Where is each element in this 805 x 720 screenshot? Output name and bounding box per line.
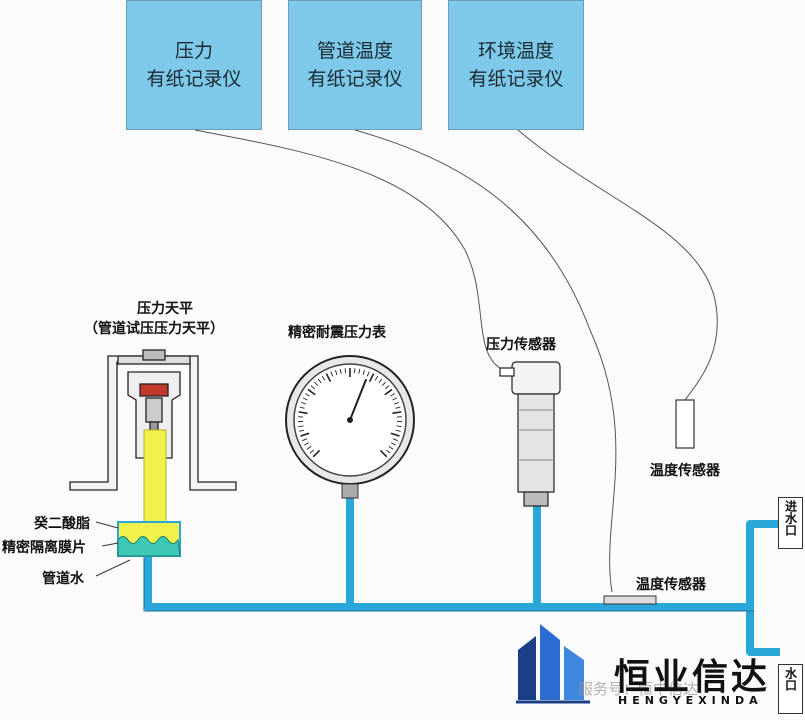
gauge-tick bbox=[368, 373, 375, 383]
pipe-temp-recorder-box: 管道温度 有纸记录仪 bbox=[288, 0, 422, 130]
ambient-temp-recorder-line2: 有纸记录仪 bbox=[468, 68, 564, 90]
gauge-tick bbox=[384, 388, 393, 396]
pipe-water-label: 管道水 bbox=[42, 571, 84, 587]
gauge-scale-ticks bbox=[298, 368, 402, 458]
diaphragm bbox=[117, 536, 181, 557]
gauge-tick bbox=[312, 449, 321, 458]
gauge-tick bbox=[325, 373, 332, 383]
gauge-tick bbox=[395, 429, 401, 432]
gauge-tick bbox=[358, 368, 361, 374]
inlet-label-box: 进水口 bbox=[778, 497, 803, 549]
pressure-balance bbox=[69, 349, 237, 491]
pipe-network bbox=[144, 496, 780, 656]
label-leaders bbox=[95, 521, 131, 577]
pressure-recorder-line2: 有纸记录仪 bbox=[146, 68, 242, 90]
gauge-tick bbox=[302, 438, 308, 442]
pressure-sensor-device bbox=[499, 361, 561, 507]
ambient-temp-recorder-box: 环境温度 有纸记录仪 bbox=[448, 0, 584, 130]
brand-logo bbox=[516, 624, 590, 704]
balance-title-label: 压力天平 bbox=[137, 301, 193, 317]
gauge-tick bbox=[396, 425, 402, 427]
gauge-tick bbox=[335, 369, 338, 375]
pressure-recorder-line1: 压力 bbox=[174, 40, 213, 62]
pipe-temp-signal-wire bbox=[354, 129, 617, 593]
gauge-needle bbox=[349, 378, 368, 421]
gauge-tick bbox=[339, 368, 342, 374]
gauge-tick bbox=[379, 449, 388, 458]
pressure-sensor-label: 压力传感器 bbox=[486, 337, 556, 353]
gauge-tick bbox=[300, 432, 310, 437]
gauge-tick bbox=[298, 411, 308, 415]
gauge-tick bbox=[388, 446, 394, 450]
inlet-label: 进水口 bbox=[783, 500, 798, 536]
ambient-temp-sensor-device bbox=[675, 399, 695, 449]
brand-name: 恒业信达 bbox=[614, 657, 771, 698]
gauge-tick bbox=[390, 393, 395, 397]
gauge-tick bbox=[385, 449, 391, 454]
pressure-signal-wire bbox=[194, 129, 509, 373]
pipe-temp-sensor-device bbox=[603, 595, 657, 605]
gauge-tick bbox=[304, 442, 310, 446]
ambient-temp-signal-wire bbox=[517, 129, 718, 401]
gauge-tick bbox=[298, 425, 304, 427]
gauge-tick bbox=[392, 438, 398, 442]
gauge-tick bbox=[305, 393, 310, 397]
outlet-label-box: 水口 bbox=[778, 664, 803, 714]
gauge-tick bbox=[330, 371, 334, 377]
gauge-tick bbox=[299, 429, 305, 432]
gauge-tick bbox=[390, 432, 400, 437]
diaphragm-label: 精密隔离膜片 bbox=[2, 540, 86, 556]
gauge-tick bbox=[395, 406, 401, 409]
gauge-tick bbox=[384, 385, 390, 390]
pipe-temp-recorder-line2: 有纸记录仪 bbox=[307, 68, 403, 90]
outlet-pipe bbox=[746, 607, 780, 656]
pressure-recorder-box: 压力 有纸记录仪 bbox=[126, 0, 262, 130]
signal-wires bbox=[194, 129, 718, 593]
outlet-label: 水口 bbox=[783, 667, 798, 691]
gauge-tick bbox=[300, 401, 306, 405]
gauge-tick bbox=[310, 385, 316, 390]
gauge-tick bbox=[302, 397, 308, 401]
gauge-tick bbox=[321, 375, 326, 381]
balance-subtitle-label: （管道试压压力天平） bbox=[84, 321, 224, 337]
gauge-tick bbox=[374, 375, 379, 381]
ambient-temp-sensor-label: 温度传感器 bbox=[650, 463, 720, 479]
gauge-tick bbox=[299, 406, 305, 409]
gauge-tick bbox=[314, 381, 319, 387]
gauge-tick bbox=[309, 449, 315, 454]
brand-pinyin: HENGYEXINDA bbox=[618, 694, 763, 707]
gauge-tick bbox=[378, 378, 383, 384]
gauge-tick bbox=[306, 446, 312, 450]
pressure-gauge bbox=[285, 355, 415, 499]
gauge-tick bbox=[362, 369, 365, 375]
gauge-label: 精密耐震压力表 bbox=[288, 325, 386, 341]
gauge-tick bbox=[307, 388, 316, 396]
gauge-tick bbox=[390, 442, 396, 446]
sebacate-label: 癸二酸脂 bbox=[34, 516, 90, 532]
main-pipe bbox=[144, 548, 750, 611]
gauge-tick bbox=[394, 401, 400, 405]
pipe-temp-recorder-line1: 管道温度 bbox=[316, 40, 393, 62]
gauge-tick bbox=[317, 378, 322, 384]
watermark-text: 服务号：恒中信达 bbox=[578, 680, 699, 698]
ambient-temp-recorder-line1: 环境温度 bbox=[477, 40, 554, 62]
inlet-pipe bbox=[746, 520, 780, 607]
pipe-temp-sensor-label: 温度传感器 bbox=[636, 577, 706, 593]
gauge-tick bbox=[381, 381, 386, 387]
gauge-tick bbox=[366, 371, 370, 377]
gauge-tick bbox=[392, 411, 402, 415]
gauge-tick bbox=[392, 397, 398, 401]
